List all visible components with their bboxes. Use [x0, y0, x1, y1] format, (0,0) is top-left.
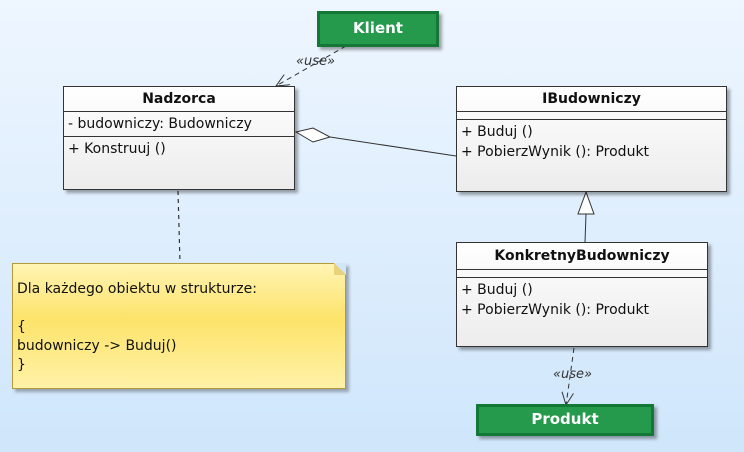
- konkretny-attributes: [457, 270, 707, 278]
- note[interactable]: Dla każdego obiektu w strukturze: { budo…: [12, 263, 346, 389]
- note-line-5: }: [17, 357, 26, 373]
- produkt-box[interactable]: Produkt: [476, 404, 654, 436]
- nadzorca-title: Nadzorca: [64, 87, 294, 112]
- nadzorca-operation: + Konstruuj (): [68, 141, 166, 157]
- ibudowniczy-attributes: [457, 112, 726, 120]
- ibudowniczy-title: IBudowniczy: [457, 87, 726, 112]
- use-dependency-klient-nadzorca: [276, 45, 347, 86]
- nadzorca-attribute: - budowniczy: Budowniczy: [64, 112, 294, 137]
- use-label-bottom: «use»: [553, 367, 593, 382]
- note-line-3: {: [17, 319, 26, 335]
- konkretny-operations: + Buduj () + PobierzWynik (): Produkt: [457, 278, 707, 322]
- generalization-arrowhead: [577, 190, 595, 215]
- konkretny-op-buduj: + Buduj (): [461, 282, 533, 298]
- ibudowniczy-class[interactable]: IBudowniczy + Buduj () + PobierzWynik ()…: [456, 86, 727, 192]
- nadzorca-class[interactable]: Nadzorca - budowniczy: Budowniczy + Kons…: [63, 86, 295, 190]
- use-label-top: «use»: [296, 54, 336, 69]
- generalization-line: [584, 213, 587, 243]
- klient-box[interactable]: Klient: [317, 11, 439, 47]
- ibudowniczy-op-pobierz: + PobierzWynik (): Produkt: [461, 144, 650, 160]
- ibudowniczy-op-buduj: + Buduj (): [461, 124, 533, 140]
- ibudowniczy-operations: + Buduj () + PobierzWynik (): Produkt: [457, 120, 726, 164]
- note-line-2: [17, 299, 341, 318]
- note-line-1: Dla każdego obiektu w strukturze:: [17, 281, 257, 297]
- konkretny-title: KonkretnyBudowniczy: [457, 243, 707, 270]
- klient-label: Klient: [353, 19, 403, 37]
- note-anchor-line: [177, 190, 181, 264]
- konkretny-class[interactable]: KonkretnyBudowniczy + Buduj () + Pobierz…: [456, 242, 708, 347]
- aggregation-line: [329, 136, 457, 157]
- note-line-4: budowniczy -> Buduj(): [17, 338, 177, 354]
- use-dependency-konkretny-produkt: [566, 347, 575, 405]
- note-fold-corner: [334, 263, 346, 275]
- produkt-label: Produkt: [531, 410, 599, 428]
- konkretny-op-pobierz: + PobierzWynik (): Produkt: [461, 302, 650, 318]
- aggregation-diamond: [294, 127, 332, 143]
